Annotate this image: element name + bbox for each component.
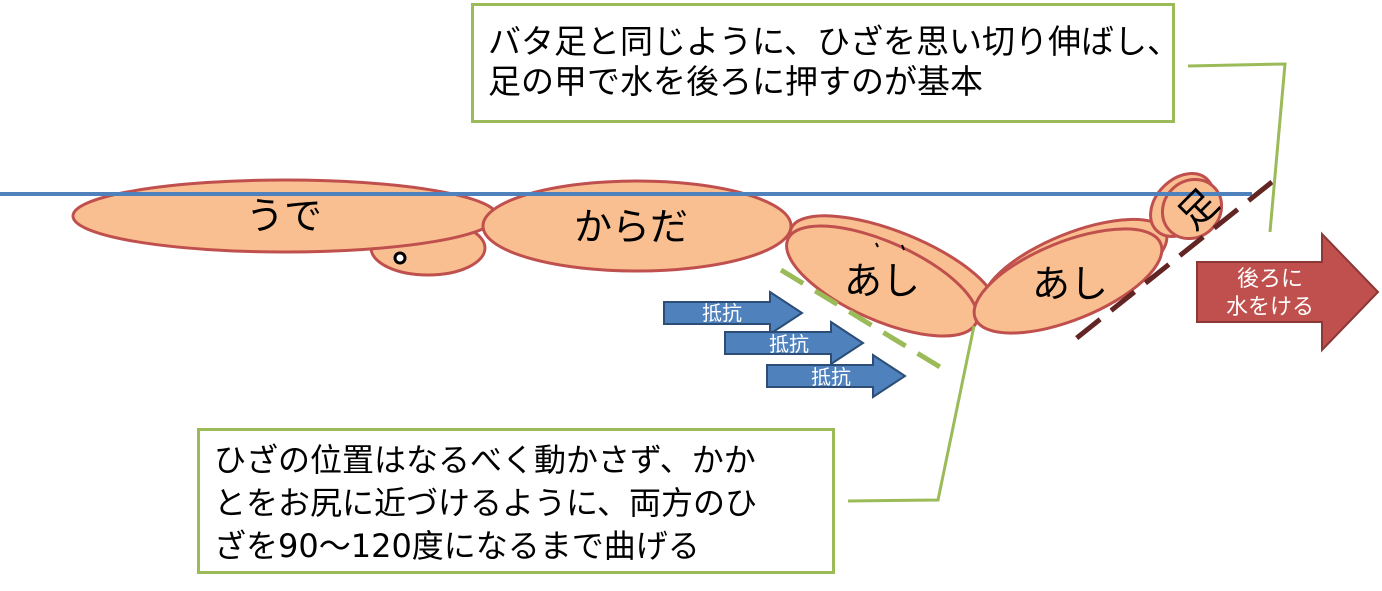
bottom-callout-line-1: ひざの位置はなるべく動かさず、かか [214, 441, 756, 479]
knee-mark-2 [901, 244, 905, 251]
resistance-arrow-3: 抵抗 [766, 353, 907, 399]
body-label: からだ [574, 205, 688, 249]
top-callout-line-1: バタ足と同じように、ひざを思い切り伸ばし、 [488, 22, 1181, 61]
kick-label-line-2: 水をける [1226, 295, 1314, 320]
arm-label: うで [246, 194, 322, 238]
resistance-label-1: 抵抗 [702, 301, 742, 325]
bottom-callout-box: ひざの位置はなるべく動かさず、かか とをお尻に近づけるように、両方のひ ざを90… [197, 428, 835, 574]
bottom-callout-connector [847, 325, 976, 503]
thigh-angle-dash [779, 267, 942, 370]
kick-label-line-1: 後ろに [1237, 267, 1303, 292]
top-callout-connector [1187, 62, 1287, 233]
bottom-callout-line-2: とをお尻に近づけるように、両方のひ [214, 484, 758, 522]
top-callout-box: バタ足と同じように、ひざを思い切り伸ばし、 足の甲で水を後ろに押すのが基本 [471, 3, 1181, 123]
resistance-label-2: 抵抗 [769, 332, 809, 356]
bottom-callout-line-3: ざを90〜120度になるまで曲げる [214, 527, 700, 565]
kick-arrow: 後ろに 水をける [1196, 231, 1380, 353]
resistance-arrow-2: 抵抗 [724, 320, 865, 366]
elbow-dot [393, 251, 407, 265]
resistance-arrow-1: 抵抗 [663, 290, 804, 336]
knee-mark [875, 242, 879, 248]
shin-label: あし [1032, 262, 1108, 306]
resistance-label-3: 抵抗 [811, 365, 851, 389]
top-callout-line-2: 足の甲で水を後ろに押すのが基本 [488, 62, 983, 101]
shin-ellipse [972, 227, 1164, 335]
thigh-label: あし [844, 259, 920, 303]
swimmer-figure [71, 172, 1224, 338]
